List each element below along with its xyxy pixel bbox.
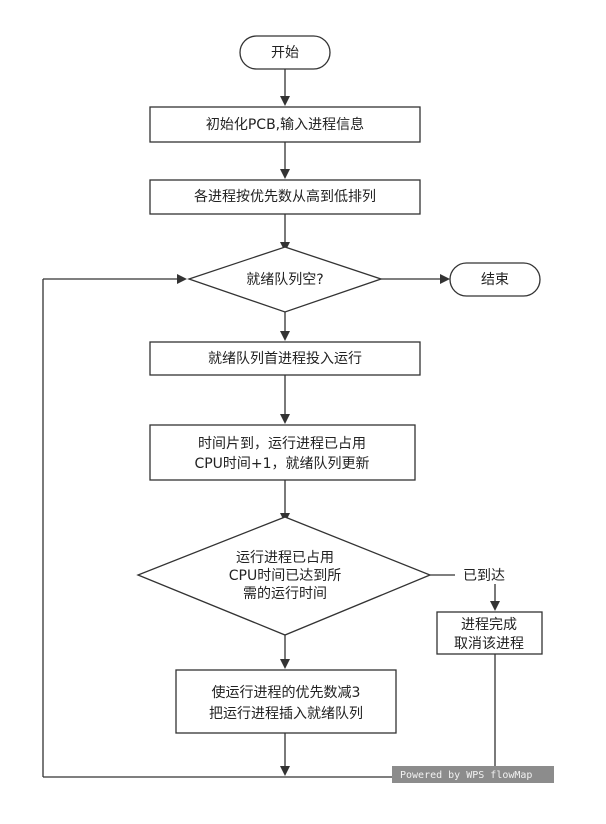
time-slice-process: 时间片到，运行进程已占用 CPU时间+1，就绪队列更新 [149,424,416,481]
init-process: 初始化PCB,输入进程信息 [149,106,421,143]
init-label: 初始化PCB,输入进程信息 [206,116,364,133]
end-label: 结束 [481,272,509,288]
arrowhead [280,96,290,106]
time-reached-line-3: 需的运行时间 [243,586,327,602]
end-node: 结束 [449,262,541,297]
queue-empty-label: 就绪队列空? [246,272,323,288]
time-reached-line-1: 运行进程已占用 [236,550,334,566]
run-first-process: 就绪队列首进程投入运行 [149,341,421,376]
start-node: 开始 [239,35,331,70]
complete-process: 进程完成 取消该进程 [436,611,543,655]
time-slice-line-2: CPU时间+1，就绪队列更新 [194,456,369,472]
arrowhead [177,274,187,284]
sort-process: 各进程按优先数从高到低排列 [149,179,421,215]
arrowheads [177,96,500,776]
watermark: Powered by WPS flowMap [392,766,554,783]
reached-label-bg [455,566,515,584]
reached-label: 已到达 [463,568,505,584]
run-first-label: 就绪队列首进程投入运行 [208,351,362,367]
arrowhead [280,169,290,179]
sort-label: 各进程按优先数从高到低排列 [194,188,376,205]
reinsert-line-2: 把运行进程插入就绪队列 [209,706,363,722]
time-slice-line-1: 时间片到，运行进程已占用 [198,436,366,452]
time-reached-line-2: CPU时间已达到所 [229,568,341,584]
arrowhead [280,766,290,776]
arrowhead [280,331,290,341]
complete-line-1: 进程完成 [461,617,517,633]
watermark-text: Powered by WPS flowMap [400,770,532,781]
time-reached-decision: 运行进程已占用 CPU时间已达到所 需的运行时间 [136,516,432,636]
arrowhead [280,414,290,424]
start-label: 开始 [271,45,299,61]
reinsert-process: 使运行进程的优先数减3 把运行进程插入就绪队列 [175,669,397,734]
arrowhead [490,601,500,611]
arrowhead [440,274,450,284]
queue-empty-decision: 就绪队列空? [186,246,384,313]
complete-line-2: 取消该进程 [454,636,524,652]
arrowhead [280,659,290,669]
reinsert-line-1: 使运行进程的优先数减3 [212,684,361,701]
